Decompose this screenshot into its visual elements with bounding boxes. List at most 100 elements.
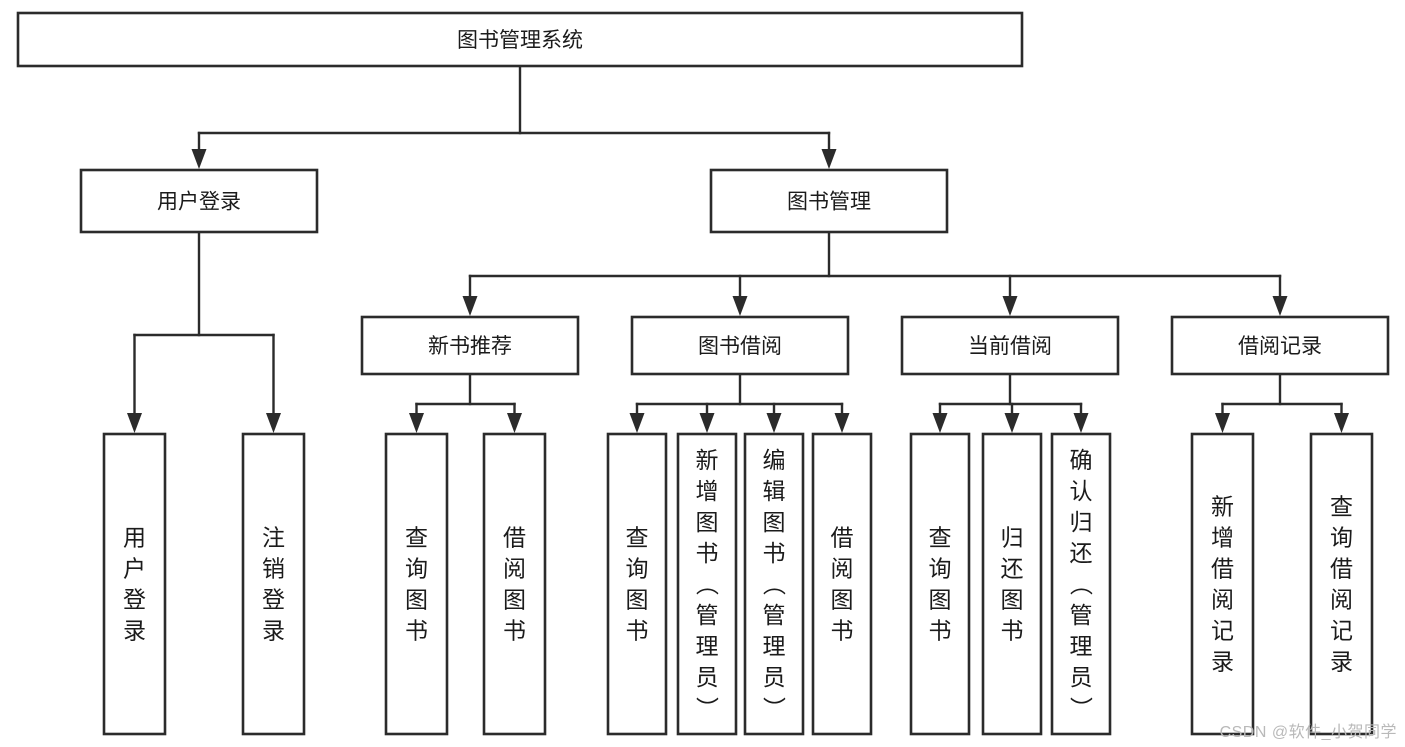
node-box-leaf-add-borrow-record[interactable] bbox=[1190, 432, 1255, 736]
book-borrow-to-leaves-arrow-icon bbox=[766, 413, 782, 433]
node-box-new-book-recommend[interactable] bbox=[360, 315, 580, 376]
node-box-leaf-confirm-return-admin[interactable] bbox=[1050, 432, 1112, 736]
root-to-level2-arrow-icon bbox=[821, 149, 837, 169]
node-label-glyph: 图 bbox=[1001, 587, 1024, 613]
node-box-leaf-query-book-current[interactable] bbox=[909, 432, 971, 736]
node-label-glyph: 销 bbox=[262, 556, 285, 582]
node-label-glyph: 员 bbox=[763, 664, 786, 690]
node-label-glyph: 图 bbox=[831, 587, 854, 613]
book-management-to-level3-arrow-icon bbox=[1272, 296, 1288, 316]
node-box-leaf-user-login[interactable] bbox=[102, 432, 167, 736]
node-label-borrow-record: 借阅记录 bbox=[1238, 335, 1322, 358]
node-book-borrow[interactable]: 图书借阅 bbox=[630, 315, 850, 376]
node-box-leaf-return-book[interactable] bbox=[981, 432, 1043, 736]
node-box-leaf-query-borrow-record[interactable] bbox=[1309, 432, 1374, 736]
root-to-level2-arrow-icon bbox=[191, 149, 207, 169]
node-label-glyph: 登 bbox=[262, 587, 285, 613]
node-label-glyph: 询 bbox=[626, 556, 649, 582]
node-label-glyph: 管 bbox=[1070, 602, 1093, 628]
node-box-leaf-add-book-admin[interactable] bbox=[676, 432, 738, 736]
node-box-leaf-query-book-recommend[interactable] bbox=[384, 432, 449, 736]
node-label-new-book-recommend: 新书推荐 bbox=[428, 335, 512, 358]
node-label-glyph: 阅 bbox=[1211, 587, 1234, 613]
node-label-glyph: 增 bbox=[696, 478, 719, 504]
node-box-current-borrow[interactable] bbox=[900, 315, 1120, 376]
node-label-glyph: 归 bbox=[1001, 525, 1024, 551]
connector-edges-layer bbox=[127, 64, 1349, 433]
node-label-glyph: 图 bbox=[696, 509, 719, 535]
node-label-glyph: 书 bbox=[929, 618, 952, 644]
node-box-leaf-logout[interactable] bbox=[241, 432, 306, 736]
node-label-glyph: 询 bbox=[1330, 525, 1353, 551]
node-label-glyph: 编 bbox=[763, 447, 786, 473]
node-box-leaf-edit-book-admin[interactable] bbox=[743, 432, 805, 736]
node-box-book-management[interactable] bbox=[709, 168, 949, 234]
node-box-root[interactable] bbox=[16, 11, 1024, 68]
book-borrow-to-leaves-arrow-icon bbox=[699, 413, 715, 433]
node-label-glyph: 询 bbox=[929, 556, 952, 582]
node-box-leaf-query-book-borrow[interactable] bbox=[606, 432, 668, 736]
user-login-to-leaves-arrow-icon bbox=[266, 413, 281, 433]
node-label-glyph: 理 bbox=[763, 633, 786, 659]
node-label-glyph: 借 bbox=[1211, 556, 1234, 582]
node-label-glyph: 增 bbox=[1211, 525, 1234, 551]
node-box-leaf-borrow-book-recommend[interactable] bbox=[482, 432, 547, 736]
node-boxes-layer: 图书管理系统用户登录图书管理新书推荐图书借阅当前借阅借阅记录用户登录注销登录查询… bbox=[16, 11, 1390, 736]
node-label-glyph: 录 bbox=[262, 618, 285, 644]
node-label-glyph: （ bbox=[1068, 573, 1094, 596]
node-label-glyph: 阅 bbox=[1330, 587, 1353, 613]
node-label-glyph: 确 bbox=[1070, 447, 1093, 473]
node-label-glyph: 录 bbox=[123, 618, 146, 644]
borrow-record-to-leaves-arrow-icon bbox=[1334, 413, 1349, 433]
node-label-glyph: 图 bbox=[763, 509, 786, 535]
node-label-glyph: 书 bbox=[503, 618, 526, 644]
node-label-glyph: 查 bbox=[626, 525, 649, 551]
node-label-current-borrow: 当前借阅 bbox=[968, 335, 1052, 358]
node-box-leaf-borrow-book[interactable] bbox=[811, 432, 873, 736]
book-borrow-to-leaves-arrow-icon bbox=[834, 413, 850, 433]
node-box-book-borrow[interactable] bbox=[630, 315, 850, 376]
node-label-glyph: 管 bbox=[763, 602, 786, 628]
node-label-glyph: 录 bbox=[1211, 649, 1234, 675]
node-label-glyph: 归 bbox=[1070, 509, 1093, 535]
node-label-glyph: 新 bbox=[1211, 494, 1234, 520]
node-label-glyph: 查 bbox=[929, 525, 952, 551]
node-borrow-record[interactable]: 借阅记录 bbox=[1170, 315, 1390, 376]
node-label-glyph: 图 bbox=[405, 587, 428, 613]
node-label-glyph: 书 bbox=[626, 618, 649, 644]
node-box-user-login[interactable] bbox=[79, 168, 319, 234]
node-label-glyph: 图 bbox=[626, 587, 649, 613]
node-box-borrow-record[interactable] bbox=[1170, 315, 1390, 376]
node-label-glyph: 员 bbox=[696, 664, 719, 690]
node-user-login[interactable]: 用户登录 bbox=[79, 168, 319, 234]
node-label-book-management: 图书管理 bbox=[787, 191, 871, 214]
node-leaf-user-login[interactable]: 用户登录 bbox=[102, 432, 167, 736]
node-book-management[interactable]: 图书管理 bbox=[709, 168, 949, 234]
node-current-borrow[interactable]: 当前借阅 bbox=[900, 315, 1120, 376]
node-label-glyph: 还 bbox=[1070, 540, 1093, 566]
node-label-glyph: 图 bbox=[929, 587, 952, 613]
node-label-glyph: （ bbox=[694, 573, 720, 596]
new-book-recommend-to-leaves-arrow-icon bbox=[409, 413, 424, 433]
book-borrow-to-leaves-arrow-icon bbox=[629, 413, 645, 433]
node-root[interactable]: 图书管理系统 bbox=[16, 11, 1024, 68]
node-label-book-borrow: 图书借阅 bbox=[698, 335, 782, 358]
node-label-glyph: 书 bbox=[831, 618, 854, 644]
node-new-book-recommend[interactable]: 新书推荐 bbox=[360, 315, 580, 376]
node-label-glyph: 理 bbox=[696, 633, 719, 659]
node-label-glyph: 书 bbox=[1001, 618, 1024, 644]
node-label-glyph: 户 bbox=[123, 556, 146, 582]
